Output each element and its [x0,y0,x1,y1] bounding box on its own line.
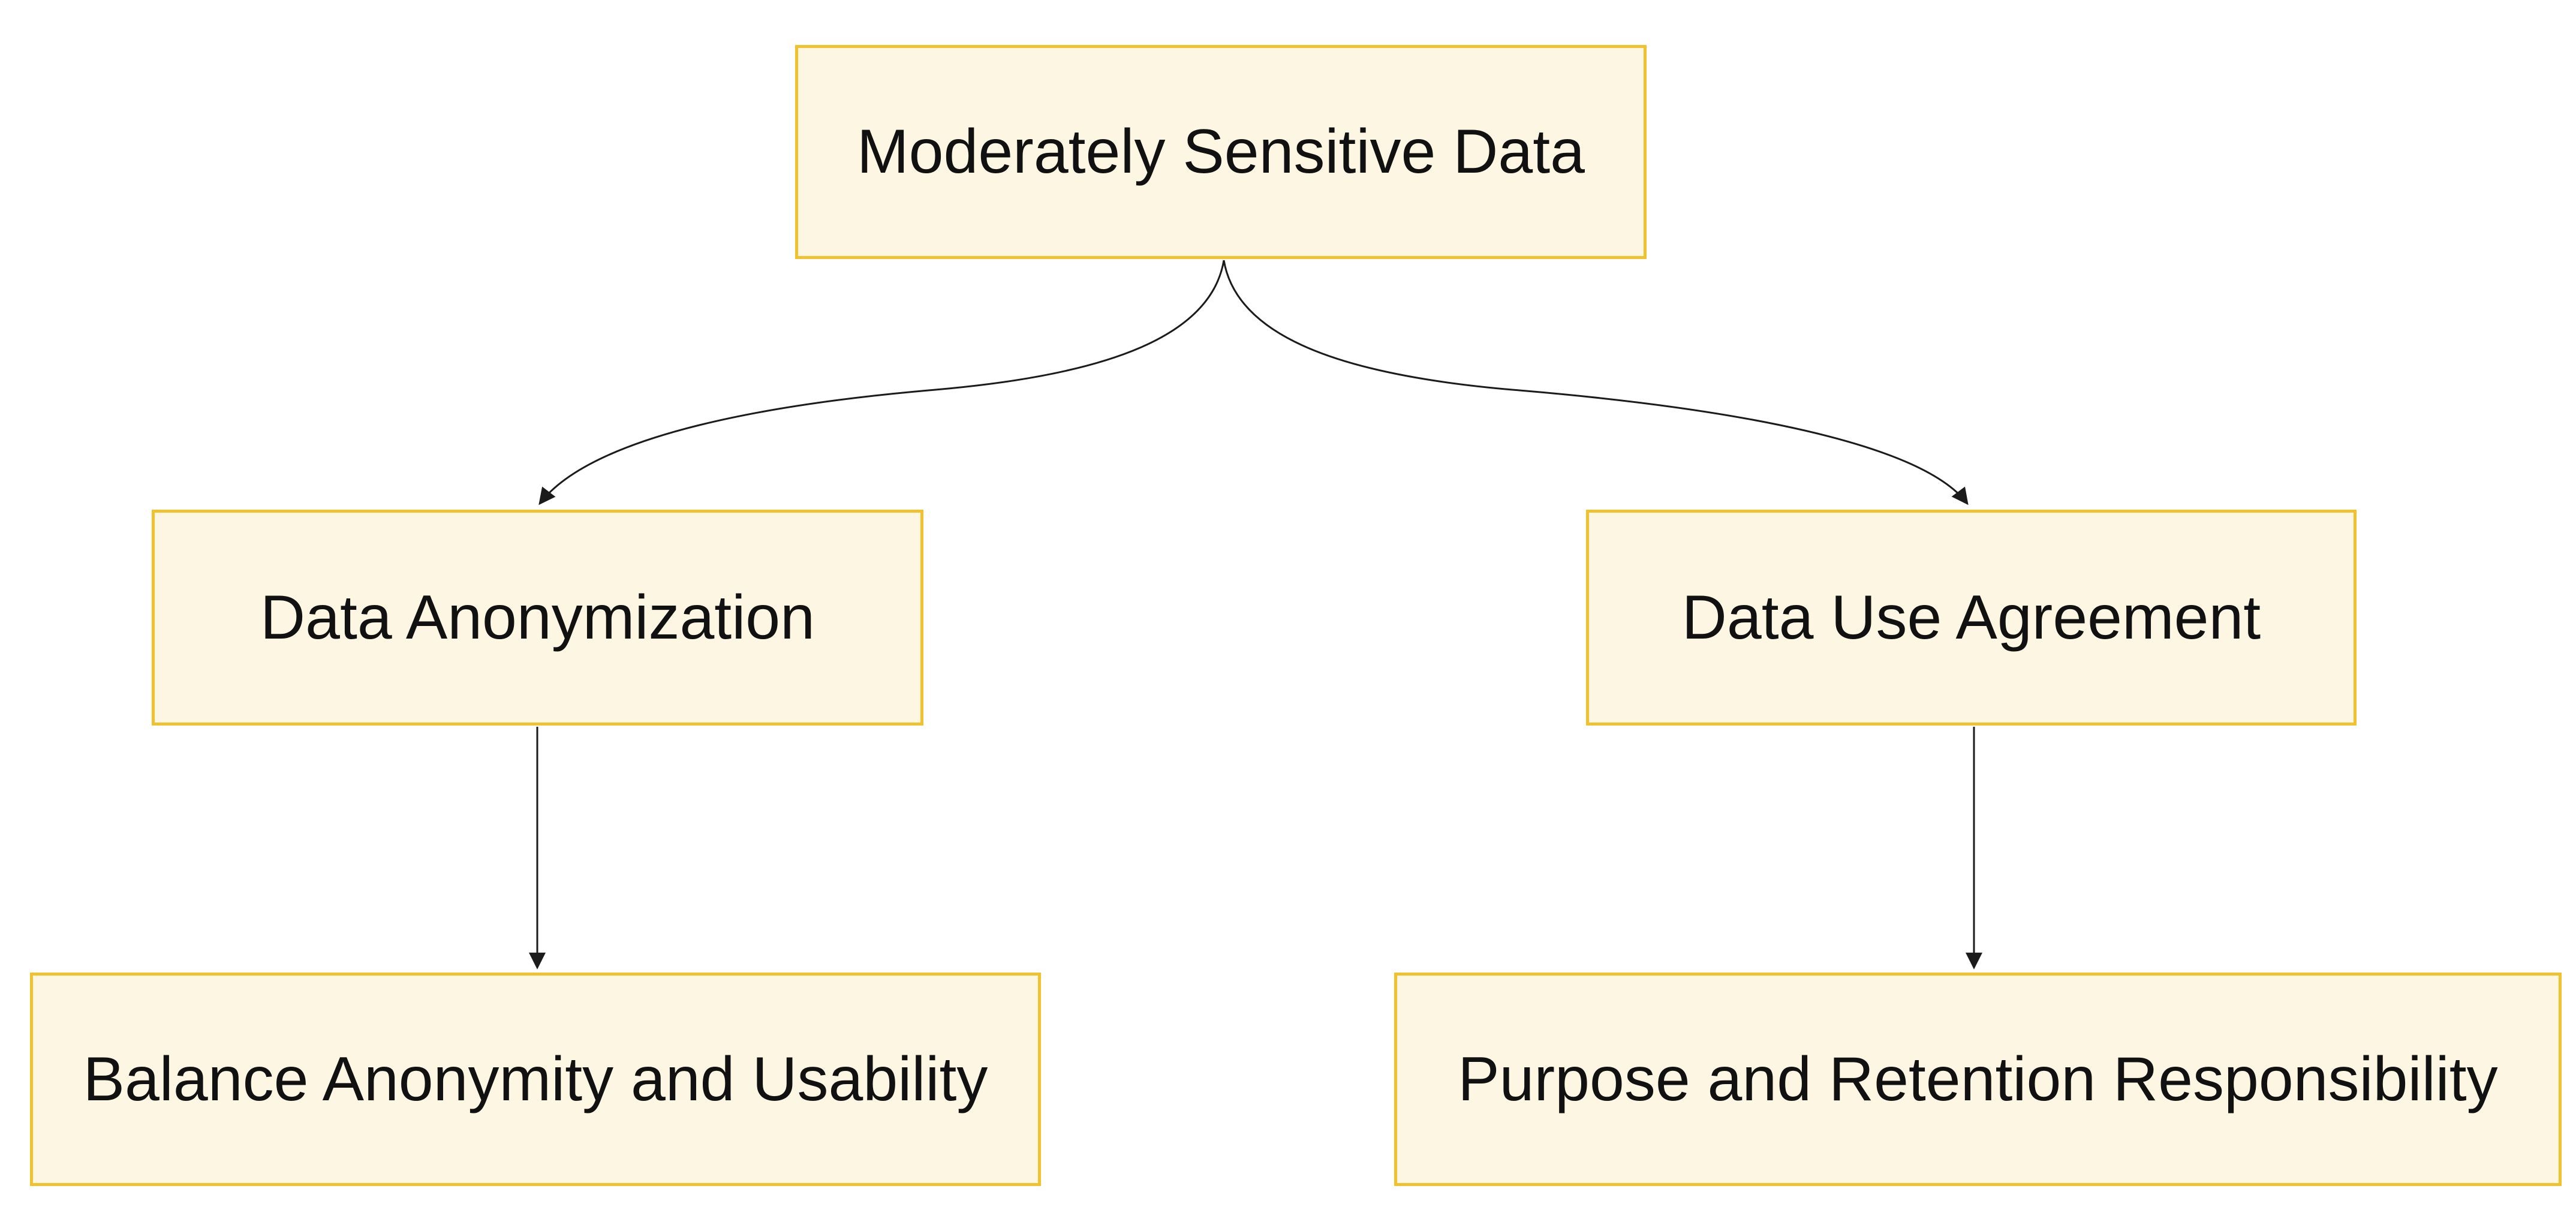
node-balance-anonymity-and-usability: Balance Anonymity and Usability [30,973,1041,1186]
node-label: Data Anonymization [260,582,815,652]
node-label: Moderately Sensitive Data [857,117,1585,187]
node-label: Balance Anonymity and Usability [83,1044,988,1114]
node-label: Data Use Agreement [1681,582,2261,652]
edge-root-to-data-anonymization [538,260,1225,505]
node-data-use-agreement: Data Use Agreement [1586,510,2357,726]
edge-root-to-data-use-agreement [1223,260,1969,505]
node-data-anonymization: Data Anonymization [152,510,923,726]
node-label: Purpose and Retention Responsibility [1458,1044,2498,1114]
node-moderately-sensitive-data: Moderately Sensitive Data [795,45,1647,259]
node-purpose-and-retention-responsibility: Purpose and Retention Responsibility [1394,973,2562,1186]
